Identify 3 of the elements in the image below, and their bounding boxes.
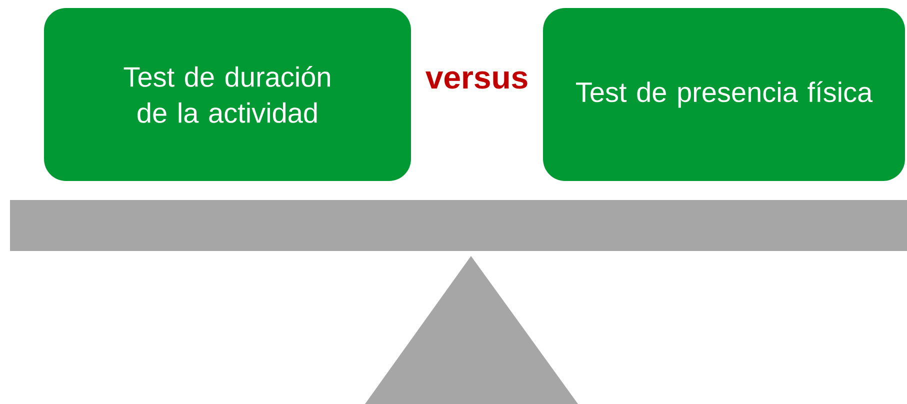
test-box: Test de presencia física bbox=[543, 8, 905, 181]
versus-text: versus bbox=[426, 71, 528, 89]
test-box: Test de duración de la actividad bbox=[44, 8, 411, 181]
